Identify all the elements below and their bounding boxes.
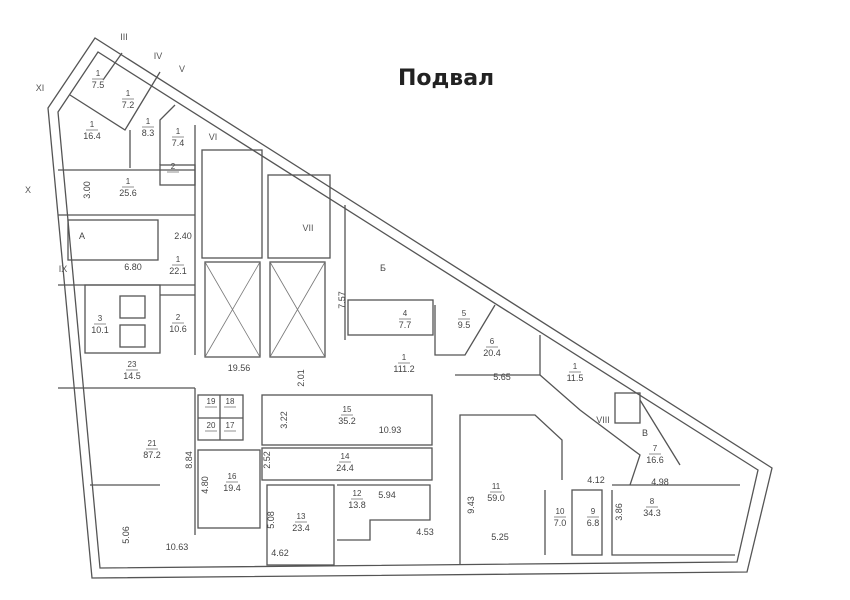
room-area: 9.5 xyxy=(458,320,471,330)
axis-label: VIII xyxy=(596,415,610,425)
room-area: 13.8 xyxy=(348,500,366,510)
room-number: 1 xyxy=(90,120,95,129)
room-number: 13 xyxy=(297,512,306,521)
dimension-label: 3.22 xyxy=(279,411,289,429)
axis-label: VI xyxy=(209,132,218,142)
room-number: 1 xyxy=(176,255,181,264)
room-area: 59.0 xyxy=(487,493,505,503)
stair-label: В xyxy=(642,428,648,438)
room-number: 12 xyxy=(353,489,362,498)
room-number: 1 xyxy=(573,362,578,371)
room-number: 19 xyxy=(207,397,216,406)
room-number: 5 xyxy=(462,309,467,318)
dimension-label: 4.53 xyxy=(416,527,434,537)
room-area: 35.2 xyxy=(338,416,356,426)
dimension-label: 3.00 xyxy=(82,181,92,199)
room-area: 8.3 xyxy=(142,128,155,138)
dimension-label: 3.86 xyxy=(614,503,624,521)
room-number: 6 xyxy=(490,337,495,346)
inner-walls xyxy=(58,52,740,566)
room-number: 1 xyxy=(146,117,151,126)
room-area: 14.5 xyxy=(123,371,141,381)
axis-label: III xyxy=(120,32,128,42)
room-number: 18 xyxy=(226,397,235,406)
dimension-label: 4.12 xyxy=(587,475,605,485)
dimension-label: 5.65 xyxy=(493,372,511,382)
dimension-label: 4.62 xyxy=(271,548,289,558)
room-area: 23.4 xyxy=(292,523,310,533)
outer-walls xyxy=(47,37,773,579)
room-number: 15 xyxy=(343,405,352,414)
room-area: 7.7 xyxy=(399,320,412,330)
axis-label: IV xyxy=(154,51,163,61)
room-area: 111.2 xyxy=(393,364,414,374)
room-number: 11 xyxy=(492,482,501,491)
dimension-label: 9.43 xyxy=(466,496,476,514)
room-number: 4 xyxy=(403,309,408,318)
room-area: 24.4 xyxy=(336,463,354,473)
room-area: 87.2 xyxy=(143,450,161,460)
room-area: 19.4 xyxy=(223,483,241,493)
room-number: 7 xyxy=(653,444,658,453)
room-number: 1 xyxy=(126,177,131,186)
dimension-label: 5.06 xyxy=(121,526,131,544)
room-number: 17 xyxy=(226,421,235,430)
room-number: 16 xyxy=(228,472,237,481)
room-area: 25.6 xyxy=(119,188,137,198)
room-number: 1 xyxy=(402,353,407,362)
room-number: 20 xyxy=(207,421,216,430)
dimension-label: 4.80 xyxy=(200,476,210,494)
room-number: 1 xyxy=(176,127,181,136)
room-number: 23 xyxy=(128,360,137,369)
dimension-label: 10.93 xyxy=(379,425,402,435)
room-number: 8 xyxy=(650,497,655,506)
room-area: 22.1 xyxy=(169,266,187,276)
room-number: 9 xyxy=(591,507,596,516)
dimension-label: 5.94 xyxy=(378,490,396,500)
axis-label: XI xyxy=(36,83,45,93)
room-area: 20.4 xyxy=(483,348,501,358)
room-area: 10.1 xyxy=(91,325,109,335)
room-area: 7.5 xyxy=(92,80,105,90)
room-area: 10.6 xyxy=(169,324,187,334)
floor-title: Подвал xyxy=(398,66,495,91)
stair-label: Б xyxy=(380,263,386,273)
room-number: 21 xyxy=(148,439,157,448)
dimension-label: 2.52 xyxy=(262,451,272,469)
dimension-label: 5.08 xyxy=(266,511,276,529)
axis-label: X xyxy=(25,185,31,195)
room-area: 16.6 xyxy=(646,455,664,465)
dimension-label: 6.80 xyxy=(124,262,142,272)
room-area: 11.5 xyxy=(567,373,584,383)
dimension-label: 7.57 xyxy=(337,291,347,309)
room-area: 7.0 xyxy=(554,518,567,528)
room-number: 1 xyxy=(126,89,131,98)
stair-label: А xyxy=(79,231,85,241)
dimension-label: 19.56 xyxy=(228,363,251,373)
room-area: 34.3 xyxy=(643,508,661,518)
dimension-label: 4.98 xyxy=(651,477,669,487)
dimension-label: 8.84 xyxy=(184,451,194,469)
dimension-label: 5.25 xyxy=(491,532,509,542)
dimension-label: 2.40 xyxy=(174,231,192,241)
axis-label: VII xyxy=(302,223,313,233)
axis-label: IX xyxy=(59,264,68,274)
room-number: 3 xyxy=(98,314,103,323)
room-number: 2 xyxy=(171,162,176,171)
room-area: 6.8 xyxy=(587,518,600,528)
room-area: 16.4 xyxy=(83,131,101,141)
room-number: 10 xyxy=(556,507,565,516)
axis-label: V xyxy=(179,64,185,74)
dimension-label: 10.63 xyxy=(166,542,189,552)
room-area: 7.2 xyxy=(122,100,135,110)
room-area: 7.4 xyxy=(172,138,185,148)
room-number: 2 xyxy=(176,313,181,322)
room-number: 14 xyxy=(341,452,350,461)
room-number: 1 xyxy=(96,69,101,78)
dimension-label: 2.01 xyxy=(296,369,306,387)
